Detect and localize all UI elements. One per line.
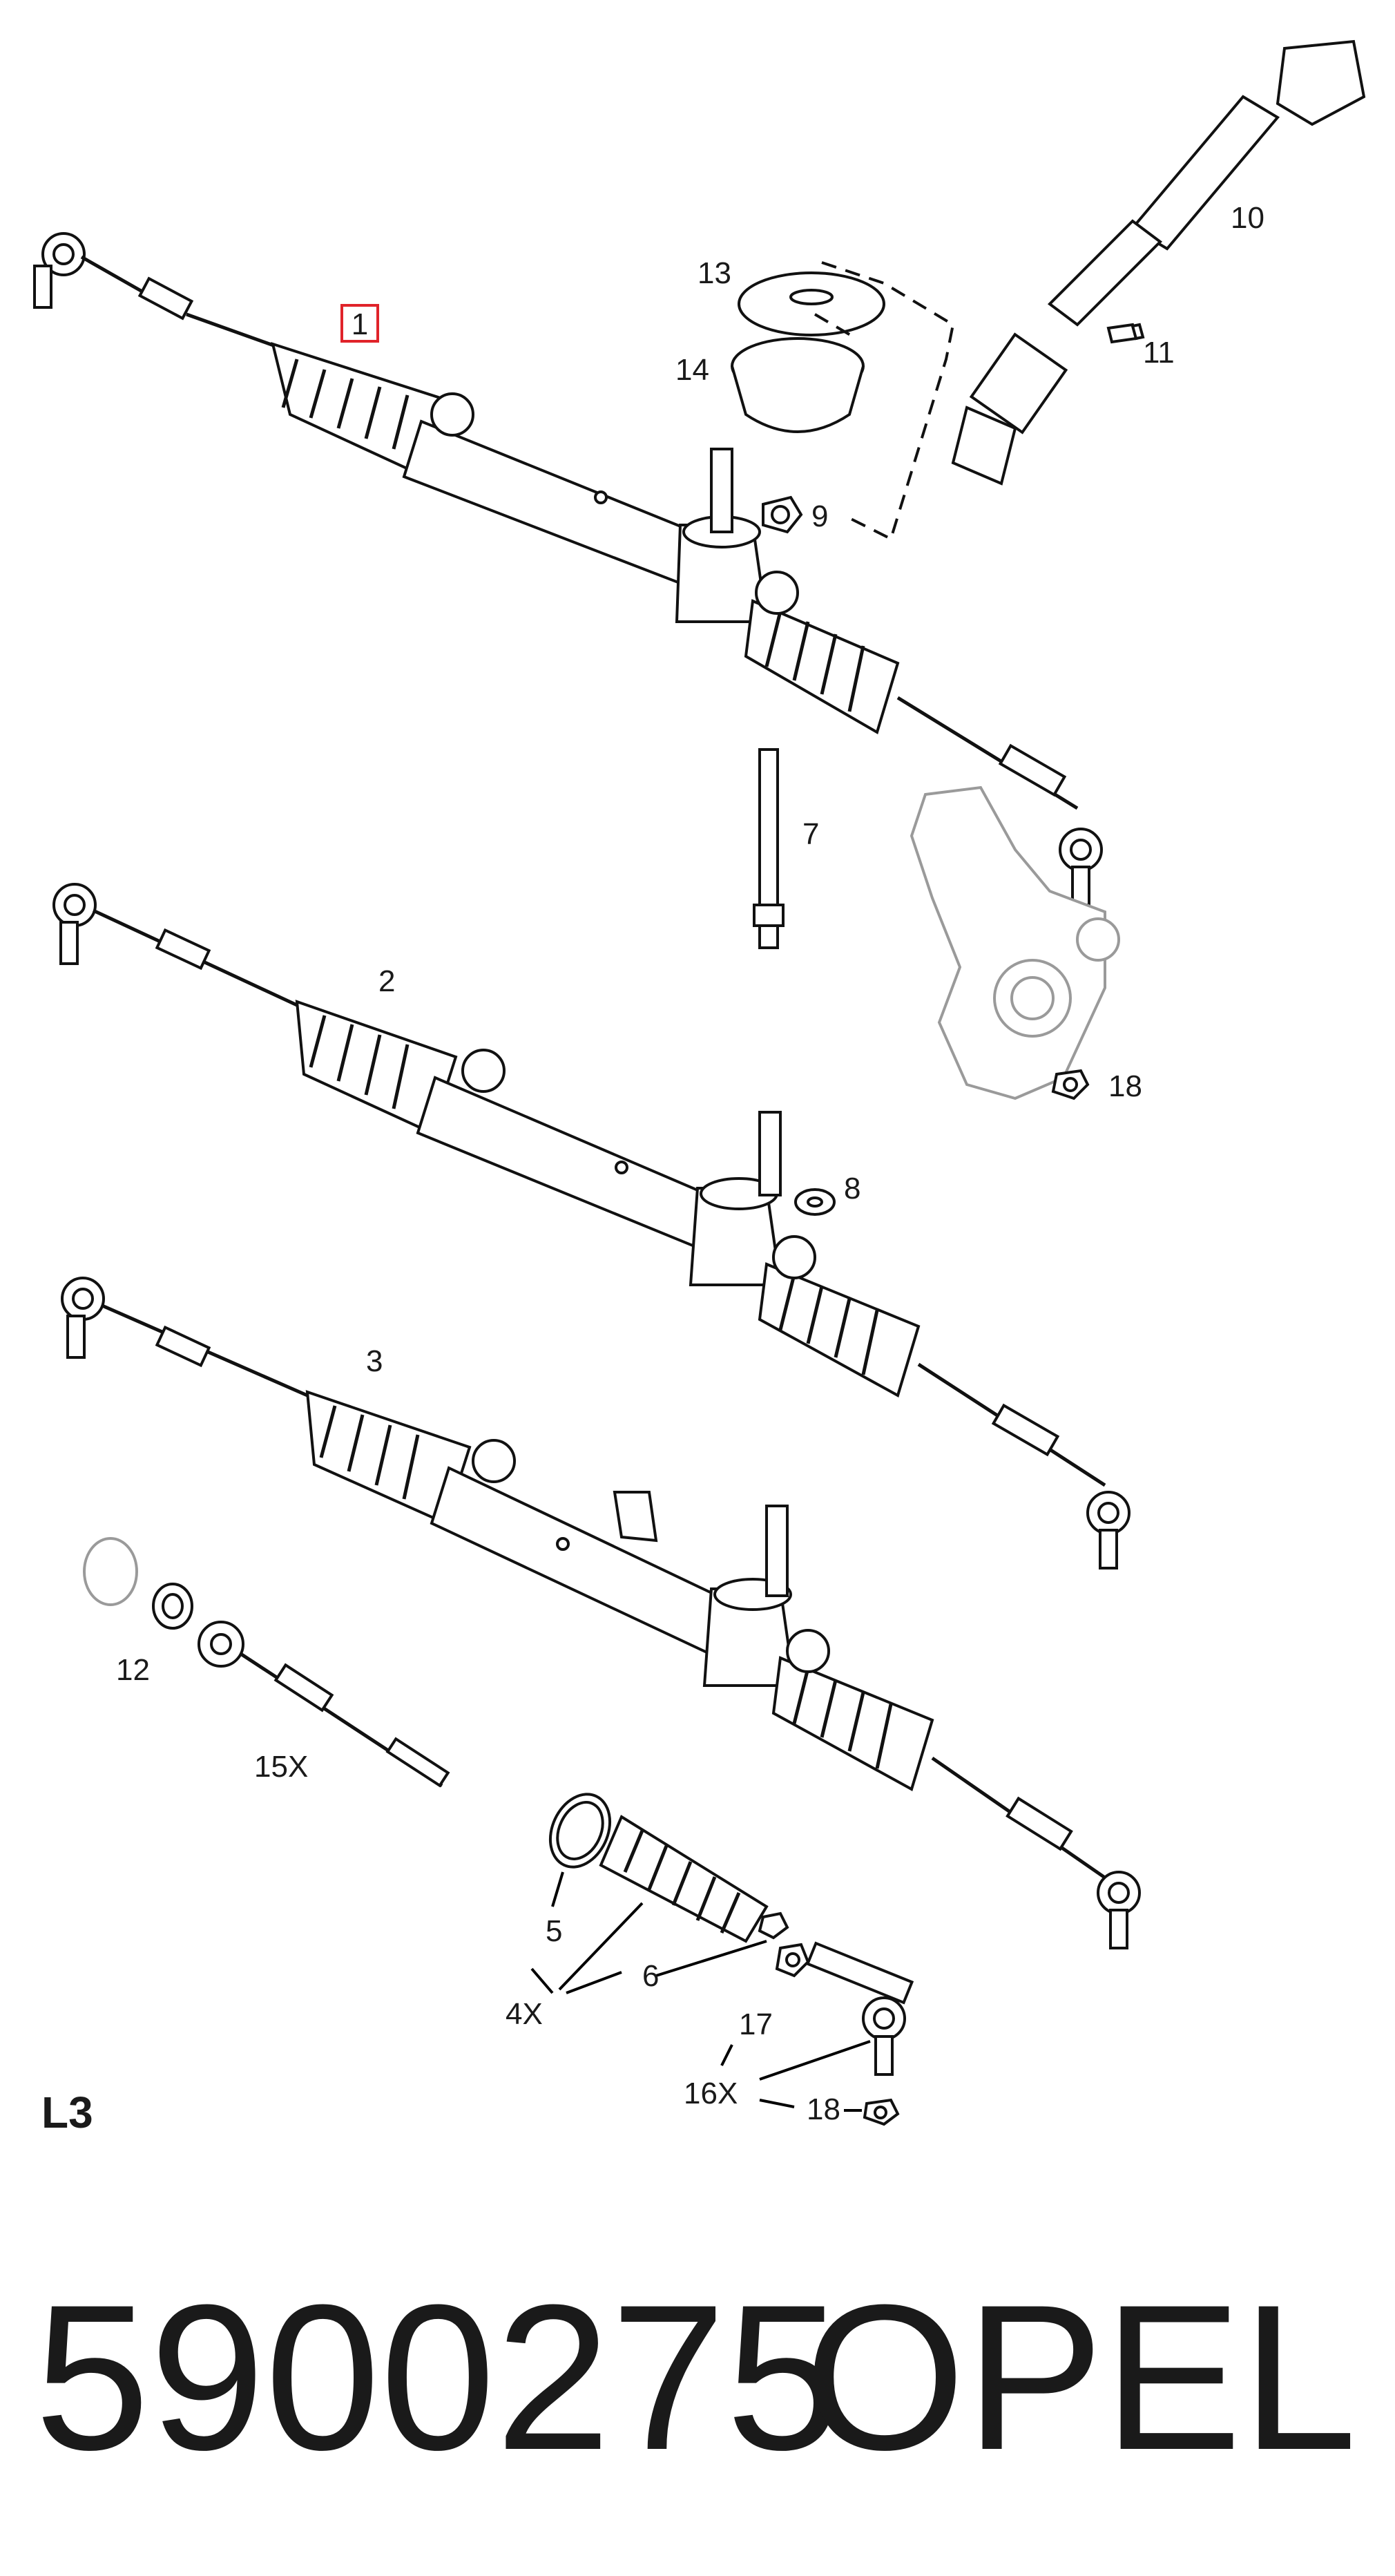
- callout-4x: 4X: [506, 1997, 543, 2031]
- bellows-4x: 4X: [506, 1815, 789, 2031]
- pinion-seal-group: 13 14: [675, 256, 955, 541]
- callout-3: 3: [366, 1344, 383, 1378]
- intermediate-shaft-10: 10: [951, 39, 1366, 486]
- callout-13: 13: [698, 256, 731, 290]
- callout-17: 17: [739, 2007, 773, 2041]
- ring-12: 12: [83, 1537, 193, 1687]
- steering-gear-2: 2: [52, 883, 1131, 1570]
- bolt-11: 11: [1106, 323, 1175, 370]
- callout-15x: 15X: [254, 1750, 308, 1784]
- part-number: 5900275: [35, 2261, 841, 2493]
- nut-18-lower: 18: [759, 2092, 900, 2126]
- callout-11: 11: [1143, 336, 1175, 370]
- washer-8: 8: [794, 1172, 860, 1216]
- brand-name: OPEL: [805, 2261, 1357, 2493]
- clamp-5: 5: [546, 1793, 612, 1948]
- nut-6-17: 6 17: [642, 1940, 810, 2066]
- bolt-7: 7: [753, 748, 819, 949]
- inner-tie-rod-15x: 15X: [198, 1621, 450, 1788]
- outer-tie-rod-16x: 16X: [684, 1941, 914, 2110]
- callout-10: 10: [1231, 201, 1264, 235]
- selected-callout-box: [340, 304, 379, 343]
- callout-6: 6: [642, 1959, 659, 1993]
- callout-16x: 16X: [684, 2077, 738, 2110]
- callout-7: 7: [802, 817, 819, 851]
- steering-knuckle: [910, 785, 1120, 1100]
- section-label: L3: [41, 2088, 93, 2137]
- callout-12: 12: [116, 1653, 150, 1687]
- callout-5: 5: [546, 1914, 562, 1948]
- nut-18-upper: 18: [1051, 1069, 1142, 1103]
- callout-18-lower: 18: [807, 2092, 840, 2126]
- callout-1: 1: [352, 307, 368, 341]
- callout-2: 2: [378, 964, 395, 998]
- callout-9: 9: [811, 499, 828, 533]
- callout-14: 14: [675, 353, 709, 387]
- nut-9: 9: [762, 495, 828, 534]
- callout-8: 8: [844, 1172, 860, 1205]
- callout-18-upper: 18: [1108, 1069, 1142, 1103]
- steering-gear-3: 3: [61, 1277, 1141, 1949]
- steering-gear-1: 1: [33, 232, 1103, 906]
